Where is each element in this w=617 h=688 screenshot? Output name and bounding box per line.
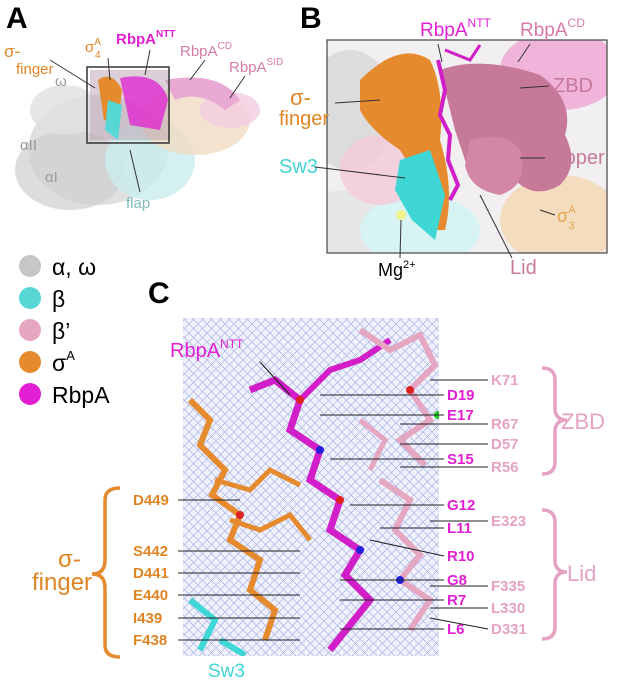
legend-swatch-alpha-omega xyxy=(19,255,41,277)
c-res-F438: F438 xyxy=(133,632,167,649)
legend: α, ω β β’ σA RbpA xyxy=(19,254,110,408)
c-res-L330: L330 xyxy=(491,600,525,617)
panel-c: C RbpANTT xyxy=(32,277,605,682)
legend-swatch-beta-prime xyxy=(19,319,41,341)
a-alphaI-label: αI xyxy=(45,169,58,186)
c-left-residues: D449 S442 D441 E440 I439 F438 xyxy=(133,492,300,649)
c-lid-bracket xyxy=(541,508,568,641)
c-rbpa-ntt-label: RbpANTT xyxy=(170,337,244,362)
b-sigma-finger-line1: σ- xyxy=(290,85,311,110)
c-res-D19: D19 xyxy=(447,387,475,404)
b-sw3-label: Sw3 xyxy=(279,156,318,178)
b-zipper-label: Zipper xyxy=(548,147,605,169)
c-res-S442: S442 xyxy=(133,543,168,560)
c-res-G12: G12 xyxy=(447,497,475,514)
legend-label-alpha-omega: α, ω xyxy=(52,254,96,280)
legend-swatch-sigma xyxy=(19,351,41,373)
legend-swatch-rbpa xyxy=(19,383,41,405)
c-res-R56: R56 xyxy=(491,459,519,476)
a-rbpa-sid-label: RbpASID xyxy=(229,57,283,76)
c-res-D441: D441 xyxy=(133,565,169,582)
b-zbd-label: ZBD xyxy=(553,75,593,97)
c-sigma-finger-line1: σ- xyxy=(58,546,81,573)
c-beta-prime-residues: K71 R67 D57 R56 E323 L11 F335 L330 D331 xyxy=(380,372,527,638)
c-res-D331: D331 xyxy=(491,621,527,638)
legend-label-beta-prime: β’ xyxy=(52,318,70,344)
legend-swatch-beta xyxy=(19,287,41,309)
c-lid-label: Lid xyxy=(567,561,596,586)
c-sigma-finger-line2: finger xyxy=(32,569,92,596)
c-rbpa-residues: D19 E17 S15 G12 R10 G8 R7 L6 xyxy=(320,387,475,638)
c-zbd-bracket xyxy=(541,366,568,476)
b-rbpa-ntt-label: RbpANTT xyxy=(420,16,492,41)
a-omega-label: ω xyxy=(55,73,67,90)
c-sigma-finger-bracket xyxy=(91,486,121,659)
panel-b-image xyxy=(327,40,607,253)
c-res-R7: R7 xyxy=(447,592,466,609)
c-res-D449: D449 xyxy=(133,492,169,509)
panel-b-letter: B xyxy=(300,2,322,35)
c-res-K71: K71 xyxy=(491,372,519,389)
panel-c-letter: C xyxy=(148,277,170,310)
panel-c-density-map xyxy=(183,318,439,656)
legend-label-sigma: σA xyxy=(52,348,75,376)
a-flap-label: flap xyxy=(126,195,150,212)
b-rbpa-cd-label: RbpACD xyxy=(520,16,585,41)
panel-b: B RbpANTT RbpACD σ- finger ZBD Zipper Sw… xyxy=(279,2,608,280)
legend-label-beta: β xyxy=(52,286,65,312)
c-res-E440: E440 xyxy=(133,587,168,604)
legend-label-rbpa: RbpA xyxy=(52,382,110,408)
c-res-L11: L11 xyxy=(447,520,472,537)
a-alphaII-label: αII xyxy=(20,137,37,154)
c-res-S15: S15 xyxy=(447,451,474,468)
c-res-D57: D57 xyxy=(491,436,519,453)
panel-a-letter: A xyxy=(6,2,28,35)
a-sigma-finger-label2: finger xyxy=(16,61,54,78)
c-sw3-label: Sw3 xyxy=(208,661,245,682)
c-zbd-label: ZBD xyxy=(561,409,605,434)
c-res-G8: G8 xyxy=(447,572,467,589)
c-res-R67: R67 xyxy=(491,416,519,433)
b-lid-label: Lid xyxy=(510,257,537,279)
b-mg-label: Mg2+ xyxy=(378,259,416,280)
a-sigma-finger-label1: σ- xyxy=(4,42,20,61)
c-res-F335: F335 xyxy=(491,578,525,595)
a-rbpa-cd-label: RbpACD xyxy=(180,41,232,60)
b-sigma-finger-line2: finger xyxy=(279,108,329,130)
c-res-R10: R10 xyxy=(447,548,475,565)
c-res-L6: L6 xyxy=(447,621,465,638)
c-res-E17: E17 xyxy=(447,407,474,424)
panel-a-structure xyxy=(15,66,260,210)
a-rbpa-ntt-label: RbpANTT xyxy=(116,29,175,48)
c-res-I439: I439 xyxy=(133,610,162,627)
c-res-E323: E323 xyxy=(491,513,526,530)
